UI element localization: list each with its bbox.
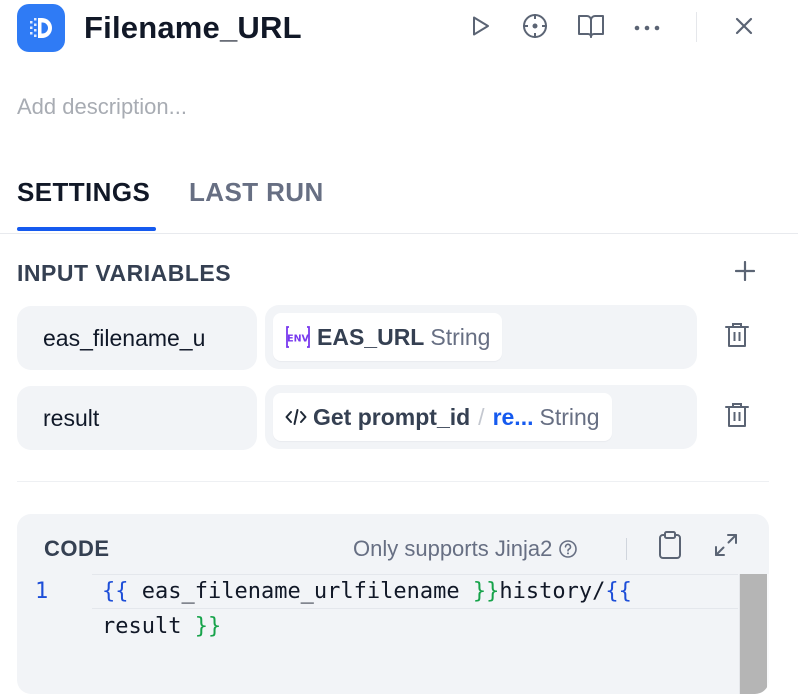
env-variable-name: EAS_URL: [317, 323, 425, 350]
help-circle-icon[interactable]: [558, 539, 578, 559]
input-variables-title: INPUT VARIABLES: [17, 260, 232, 286]
book-icon: [577, 13, 605, 44]
env-variable-icon: ENV: [285, 325, 311, 349]
scrollbar-thumb[interactable]: [740, 574, 767, 694]
crosshair-icon: [521, 12, 549, 45]
code-token: {{: [102, 579, 129, 604]
toolbar-divider: [626, 538, 627, 560]
tab-last-run[interactable]: LAST RUN: [189, 177, 324, 207]
code-token: history/: [499, 579, 606, 604]
code-editor[interactable]: 1 {{ eas_filename_urlfilename }}history/…: [17, 574, 739, 694]
variable-type-label: String: [539, 403, 600, 430]
panel-tabs: SETTINGS LAST RUN: [0, 160, 798, 234]
code-content[interactable]: {{ eas_filename_urlfilename }}history/{{…: [102, 574, 732, 644]
play-icon: [468, 14, 492, 43]
plus-icon: [734, 260, 756, 286]
code-title: CODE: [44, 536, 110, 561]
active-tab-indicator: [17, 227, 156, 231]
node-title[interactable]: Filename_URL: [84, 10, 302, 45]
description-input[interactable]: Add description...: [17, 94, 187, 119]
source-node-name: Get prompt_id: [313, 403, 471, 430]
line-number: 1: [35, 579, 49, 604]
copy-code-button[interactable]: [653, 530, 687, 564]
code-editor-panel: CODE Only supports Jinja2: [17, 514, 769, 694]
code-icon: [285, 408, 307, 426]
variable-reference-chip: Get prompt_id / re... String: [273, 393, 612, 441]
header-divider: [696, 12, 697, 42]
jinja-hint-text: Only supports Jinja2: [353, 536, 553, 561]
code-token: eas_filename_urlfilename: [128, 579, 473, 604]
section-divider: [17, 481, 769, 482]
delete-variable-button[interactable]: [720, 400, 754, 434]
clipboard-icon: [657, 530, 683, 565]
variable-name-field[interactable]: eas_filename_u: [17, 306, 257, 370]
code-token: }}: [472, 579, 500, 604]
more-horizontal-icon: [634, 19, 660, 37]
code-token: }}: [194, 614, 222, 639]
expand-icon: [713, 532, 739, 563]
add-variable-button[interactable]: [730, 258, 760, 288]
variable-type-label: String: [430, 323, 491, 350]
tab-settings[interactable]: SETTINGS: [17, 177, 151, 207]
variable-value-selector[interactable]: Get prompt_id / re... String: [265, 385, 697, 449]
delete-variable-button[interactable]: [720, 320, 754, 354]
variable-name-field[interactable]: result: [17, 386, 257, 450]
more-button[interactable]: [629, 10, 665, 46]
close-button[interactable]: [726, 10, 762, 46]
code-token: result: [102, 614, 195, 639]
node-header: Filename_URL: [0, 0, 798, 64]
variable-reference-chip: ENV EAS_URL String: [273, 313, 503, 361]
code-token: {{: [605, 579, 632, 604]
path-separator: /: [478, 403, 485, 430]
active-line-highlight: [92, 574, 738, 609]
trash-icon: [724, 401, 750, 434]
docs-button[interactable]: [573, 10, 609, 46]
expand-editor-button[interactable]: [709, 530, 743, 564]
svg-text:ENV: ENV: [287, 334, 309, 345]
locate-node-button[interactable]: [517, 10, 553, 46]
source-variable-name: re...: [492, 403, 534, 430]
code-node-icon: [17, 4, 65, 52]
run-button[interactable]: [462, 10, 498, 46]
trash-icon: [724, 321, 750, 354]
close-icon: [734, 16, 754, 41]
jinja-hint: Only supports Jinja2: [353, 536, 578, 562]
variable-value-selector[interactable]: ENV EAS_URL String: [265, 305, 697, 369]
